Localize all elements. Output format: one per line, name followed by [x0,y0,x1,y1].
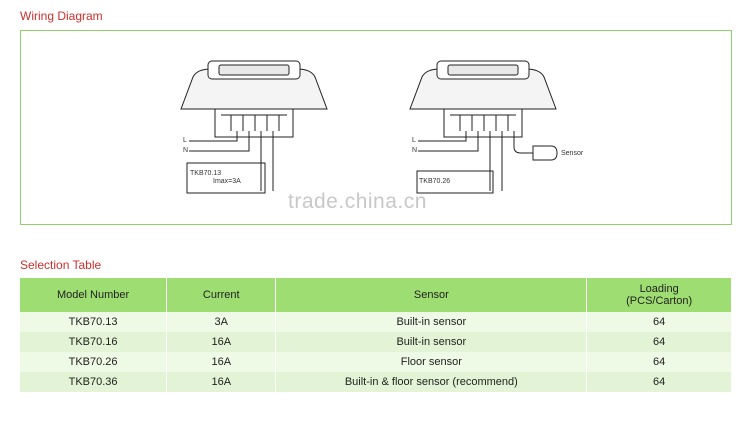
left-imax-label: Imax=3A [213,178,241,185]
cell-loading: 64 [586,312,731,332]
header-current: Current [166,278,277,312]
table-row: TKB70.26 16A Floor sensor 64 [20,352,731,372]
right-l-label: L [412,137,416,144]
header-loading-line2: (PCS/Carton) [626,295,693,307]
cell-sensor: Built-in sensor [275,332,588,352]
header-loading: Loading (PCS/Carton) [586,278,731,312]
selection-table-title: Selection Table [20,258,102,272]
selection-table: Model Number Current Sensor Loading (PCS… [20,278,731,392]
left-model-label: TKB70.13 [190,170,221,177]
cell-model: TKB70.36 [20,372,168,392]
cell-sensor: Floor sensor [275,352,588,372]
left-l-label: L [183,137,187,144]
table-header-row: Model Number Current Sensor Loading (PCS… [20,278,731,312]
table-row: TKB70.16 16A Built-in sensor 64 [20,332,731,352]
header-loading-line1: Loading [639,283,679,295]
watermark: trade.china.cn [288,190,427,213]
table-row: TKB70.36 16A Built-in & floor sensor (re… [20,372,731,392]
cell-model: TKB70.13 [20,312,168,332]
table-row: TKB70.13 3A Built-in sensor 64 [20,312,731,332]
cell-loading: 64 [586,352,731,372]
cell-current: 3A [166,312,277,332]
cell-model: TKB70.26 [20,352,168,372]
sensor-label: Sensor [561,150,584,157]
cell-current: 16A [166,332,277,352]
thermostat-left [180,60,328,194]
right-n-label: N [412,147,417,154]
header-model-number: Model Number [20,278,168,312]
cell-loading: 64 [586,332,731,352]
thermostat-right [409,60,558,194]
wiring-diagram-panel: L N TKB70.13 Imax=3A L N Sensor TKB70.26 [20,30,732,225]
cell-sensor: Built-in & floor sensor (recommend) [275,372,588,392]
cell-current: 16A [166,352,277,372]
left-n-label: N [183,147,188,154]
wiring-diagram-drawing: L N TKB70.13 Imax=3A L N Sensor TKB70.26 [180,60,584,194]
cell-sensor: Built-in sensor [275,312,588,332]
right-model-label: TKB70.26 [419,178,450,185]
wiring-diagram-title: Wiring Diagram [20,9,103,23]
header-sensor: Sensor [275,278,588,312]
cell-loading: 64 [586,372,731,392]
cell-current: 16A [166,372,277,392]
cell-model: TKB70.16 [20,332,168,352]
